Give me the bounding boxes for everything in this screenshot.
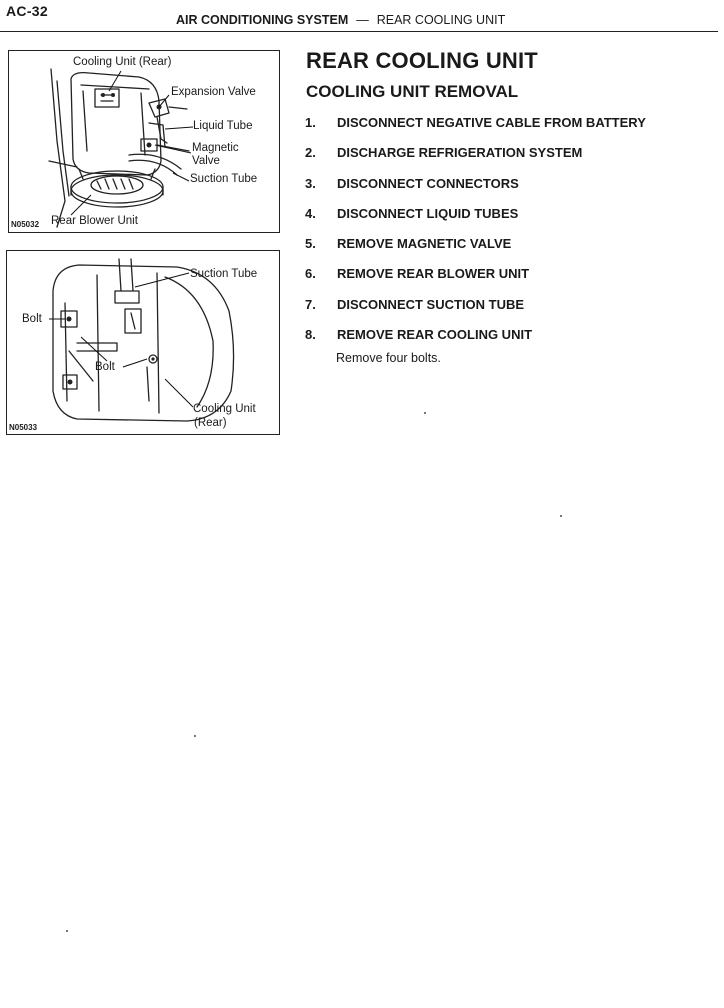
step8-note: Remove four bolts. (336, 351, 441, 365)
label-bolt-left: Bolt (22, 313, 42, 325)
step-text: REMOVE REAR BLOWER UNIT (337, 266, 530, 282)
section-subtitle: COOLING UNIT REMOVAL (306, 82, 519, 101)
page-number: AC-32 (6, 3, 48, 19)
step-text: DISCONNECT SUCTION TUBE (337, 296, 525, 312)
step-text: REMOVE MAGNETIC VALVE (337, 236, 512, 252)
figure1-illustration (48, 68, 194, 228)
figure2-code: N05033 (9, 423, 38, 432)
label-expansion-valve: Expansion Valve (171, 86, 256, 98)
label-magnetic: Magnetic (192, 142, 239, 154)
label-suction-tube: Suction Tube (190, 173, 258, 185)
label-suction-tube-2: Suction Tube (190, 268, 258, 280)
label-rear-blower-unit: Rear Blower Unit (51, 215, 138, 227)
header-subsection: REAR COOLING UNIT (376, 13, 506, 27)
header-rule (0, 31, 718, 32)
step-number: 8. (305, 327, 316, 343)
running-header: AIR CONDITIONING SYSTEM — REAR COOLING UNI… (176, 13, 505, 27)
label-bolt-center: Bolt (95, 361, 115, 373)
step-text: REMOVE REAR COOLING UNIT (337, 327, 533, 343)
section-title: REAR COOLING UNIT (306, 48, 538, 73)
label-cooling-unit-rear: Cooling Unit (Rear) (73, 56, 172, 68)
step-number: 1. (305, 115, 316, 130)
step-number: 7. (305, 296, 316, 312)
header-separator: — (356, 13, 369, 27)
figure1-code: N05032 (11, 220, 40, 229)
label-liquid-tube: Liquid Tube (193, 120, 253, 132)
figure-cooling-unit-bolts: Suction Tube Bolt Bolt Cooling Unit (Rea… (6, 250, 280, 435)
label-rear: (Rear) (194, 417, 227, 429)
scan-speck (194, 735, 196, 737)
scan-speck (424, 412, 426, 414)
step-number: 3. (305, 175, 316, 191)
step-text: DISCONNECT LIQUID TUBES (337, 205, 519, 221)
step-text: DISCONNECT CONNECTORS (337, 175, 519, 191)
step-number: 2. (305, 145, 316, 161)
label-valve: Valve (192, 155, 220, 167)
scan-speck (66, 930, 68, 932)
step-text: DISCONNECT NEGATIVE CABLE FROM BATTERY (337, 115, 646, 130)
step-number: 4. (305, 205, 316, 221)
step-text: DISCHARGE REFRIGERATION SYSTEM (337, 145, 583, 161)
step-number: 5. (305, 236, 316, 252)
figure-cooling-unit-location: Cooling Unit (Rear) Expansion Valve Liqu… (8, 50, 280, 233)
figure2-illustration (49, 258, 235, 422)
scan-speck (560, 515, 562, 517)
label-cooling-unit: Cooling Unit (193, 403, 256, 415)
header-section: AIR CONDITIONING SYSTEM (176, 13, 349, 27)
step-number: 6. (305, 266, 316, 282)
